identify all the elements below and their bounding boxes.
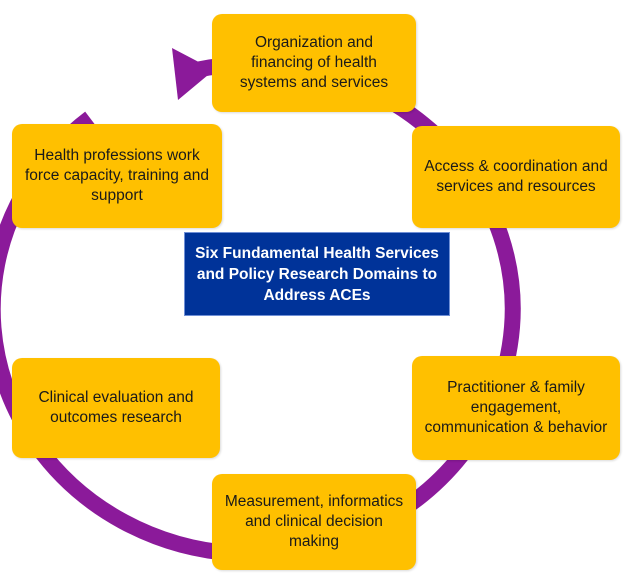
domain-clinical-evaluation: Clinical evaluation and outcomes researc… — [12, 358, 220, 458]
domain-practitioner-family-engagement: Practitioner & family engagement, commun… — [412, 356, 620, 460]
domain-label: Health professions work force capacity, … — [24, 147, 210, 204]
domain-organization-financing: Organization and financing of health sys… — [212, 14, 416, 112]
domain-access-coordination: Access & coordination and services and r… — [412, 126, 620, 228]
domain-label: Practitioner & family engagement, commun… — [424, 379, 608, 436]
domain-label: Access & coordination and services and r… — [424, 158, 608, 195]
domain-workforce-capacity: Health professions work force capacity, … — [12, 124, 222, 228]
domain-label: Measurement, informatics and clinical de… — [224, 493, 404, 550]
domain-label: Clinical evaluation and outcomes researc… — [38, 389, 194, 426]
center-title: Six Fundamental Health Services and Poli… — [195, 244, 439, 304]
domain-label: Organization and financing of health sys… — [239, 34, 389, 91]
arrowhead-icon — [172, 48, 214, 100]
center-title-box: Six Fundamental Health Services and Poli… — [184, 232, 450, 316]
domain-measurement-informatics: Measurement, informatics and clinical de… — [212, 474, 416, 570]
